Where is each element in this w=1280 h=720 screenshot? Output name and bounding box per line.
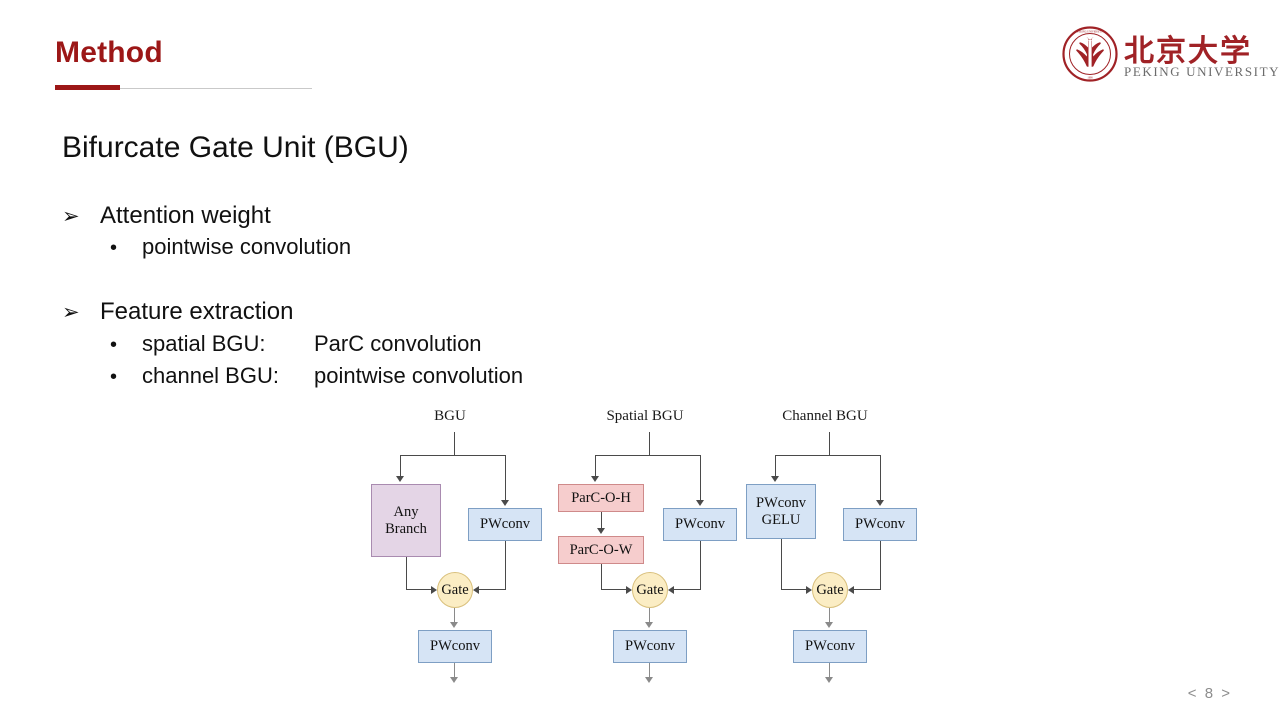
arrowhead-left-gate — [848, 586, 854, 594]
connector-left-down — [775, 455, 777, 477]
arrowhead-right-gate — [626, 586, 632, 594]
subbullet-spatial-bgu: • spatial BGU: ParC convolution — [110, 331, 482, 357]
arrowhead-final — [825, 677, 833, 683]
connector-split-bar — [595, 455, 701, 457]
dot-bullet-icon: • — [110, 237, 118, 259]
node-pwconv-right[interactable]: PWconv — [468, 508, 542, 541]
connector-stem — [829, 432, 831, 456]
node-pwconv-right[interactable]: PWconv — [843, 508, 917, 541]
page-title: Method — [55, 36, 163, 69]
connector-right-to-gate — [505, 541, 507, 590]
connector-split-bar — [400, 455, 506, 457]
subbullet-value: ParC convolution — [314, 331, 482, 356]
node-pwconv-right[interactable]: PWconv — [663, 508, 737, 541]
dot-bullet-icon: • — [110, 334, 118, 356]
node-parc-o-h[interactable]: ParC-O-H — [558, 484, 644, 512]
connector-right-down — [700, 455, 702, 501]
connector-left-to-gate — [406, 557, 408, 590]
arrowhead-down-output — [825, 622, 833, 628]
connector-left-to-gate-h — [601, 589, 627, 591]
bullet-attention-weight: ➢ Attention weight — [62, 202, 271, 230]
slide-header: Method — [0, 0, 1280, 110]
subbullet-label: channel BGU: — [142, 363, 279, 388]
arrowhead-left-gate — [473, 586, 479, 594]
connector-right-down — [880, 455, 882, 501]
connector-split-bar — [775, 455, 881, 457]
connector-stem — [454, 432, 456, 456]
arrowhead-down-output — [450, 622, 458, 628]
subbullet-value: pointwise convolution — [314, 363, 524, 388]
connector-right-down — [505, 455, 507, 501]
diagram-title-spatial-bgu: Spatial BGU — [606, 408, 684, 424]
arrow-bullet-icon: ➢ — [62, 204, 80, 228]
svg-text:PEKING UNIVERSITY: PEKING UNIVERSITY — [1077, 31, 1103, 34]
arrowhead-down-output — [645, 622, 653, 628]
connector-gate-down — [829, 608, 831, 624]
peking-university-logo: PEKING UNIVERSITY 1898 北京大学 PEKING UNIVE… — [1062, 26, 1279, 84]
connector-stem — [649, 432, 651, 456]
subbullet-label: spatial BGU: — [142, 331, 266, 356]
connector-right-to-gate — [700, 541, 702, 590]
connector-left-down — [595, 455, 597, 477]
connector-output-down — [829, 663, 831, 679]
connector-right-to-gate — [880, 541, 882, 590]
subbullet-label: pointwise convolution — [142, 234, 352, 259]
connector-right-to-gate-h — [853, 589, 881, 591]
page-indicator[interactable]: < 8 > — [1187, 685, 1232, 702]
arrowhead-down-parc — [597, 528, 605, 534]
bullet-feature-extraction: ➢ Feature extraction — [62, 298, 293, 326]
node-pwconv-output[interactable]: PWconv — [793, 630, 867, 663]
diagram-column-spatial-bgu: Spatial BGU ParC-O-H ParC-O-W PWconv Gat… — [550, 408, 740, 688]
arrowhead-final — [645, 677, 653, 683]
arrowhead-right-gate — [806, 586, 812, 594]
connector-left-to-gate — [781, 539, 783, 590]
connector-output-down — [649, 663, 651, 679]
node-gate[interactable]: Gate — [632, 572, 668, 608]
connector-left-to-gate — [601, 564, 603, 590]
arrowhead-down-right — [876, 500, 884, 506]
arrowhead-down-left — [591, 476, 599, 482]
connector-gate-down — [649, 608, 651, 624]
content-heading: Bifurcate Gate Unit (BGU) — [62, 131, 409, 164]
connector-right-to-gate-h — [478, 589, 506, 591]
bullet-text: Attention weight — [100, 202, 271, 229]
node-gate[interactable]: Gate — [437, 572, 473, 608]
arrowhead-down-left — [396, 476, 404, 482]
connector-right-to-gate-h — [673, 589, 701, 591]
connector-left-to-gate-h — [781, 589, 807, 591]
diagram-title-bgu: BGU — [434, 408, 466, 424]
diagram-title-channel-bgu: Channel BGU — [782, 408, 868, 424]
node-gate[interactable]: Gate — [812, 572, 848, 608]
arrowhead-down-right — [696, 500, 704, 506]
subbullet-pointwise-convolution: • pointwise convolution — [110, 234, 351, 260]
logo-name-cn: 北京大学 — [1124, 35, 1252, 68]
connector-output-down — [454, 663, 456, 679]
arrowhead-down-left — [771, 476, 779, 482]
connector-parc-between — [601, 512, 603, 530]
peking-university-seal-icon: PEKING UNIVERSITY 1898 — [1062, 26, 1118, 82]
arrowhead-down-right — [501, 500, 509, 506]
logo-name-en: PEKING UNIVERSITY — [1124, 64, 1280, 79]
subbullet-channel-bgu: • channel BGU: pointwise convolution — [110, 363, 523, 389]
dot-bullet-icon: • — [110, 366, 118, 388]
arrowhead-right-gate — [431, 586, 437, 594]
title-underline-accent — [55, 85, 120, 90]
title-underline-thin — [55, 88, 312, 89]
bullet-text: Feature extraction — [100, 298, 294, 325]
node-pwconv-output[interactable]: PWconv — [418, 630, 492, 663]
connector-left-down — [400, 455, 402, 477]
arrow-bullet-icon: ➢ — [62, 300, 80, 324]
node-parc-o-w[interactable]: ParC-O-W — [558, 536, 644, 564]
connector-left-to-gate-h — [406, 589, 432, 591]
arrowhead-left-gate — [668, 586, 674, 594]
node-pwconv-output[interactable]: PWconv — [613, 630, 687, 663]
connector-gate-down — [454, 608, 456, 624]
svg-text:1898: 1898 — [1087, 77, 1093, 80]
arrowhead-final — [450, 677, 458, 683]
